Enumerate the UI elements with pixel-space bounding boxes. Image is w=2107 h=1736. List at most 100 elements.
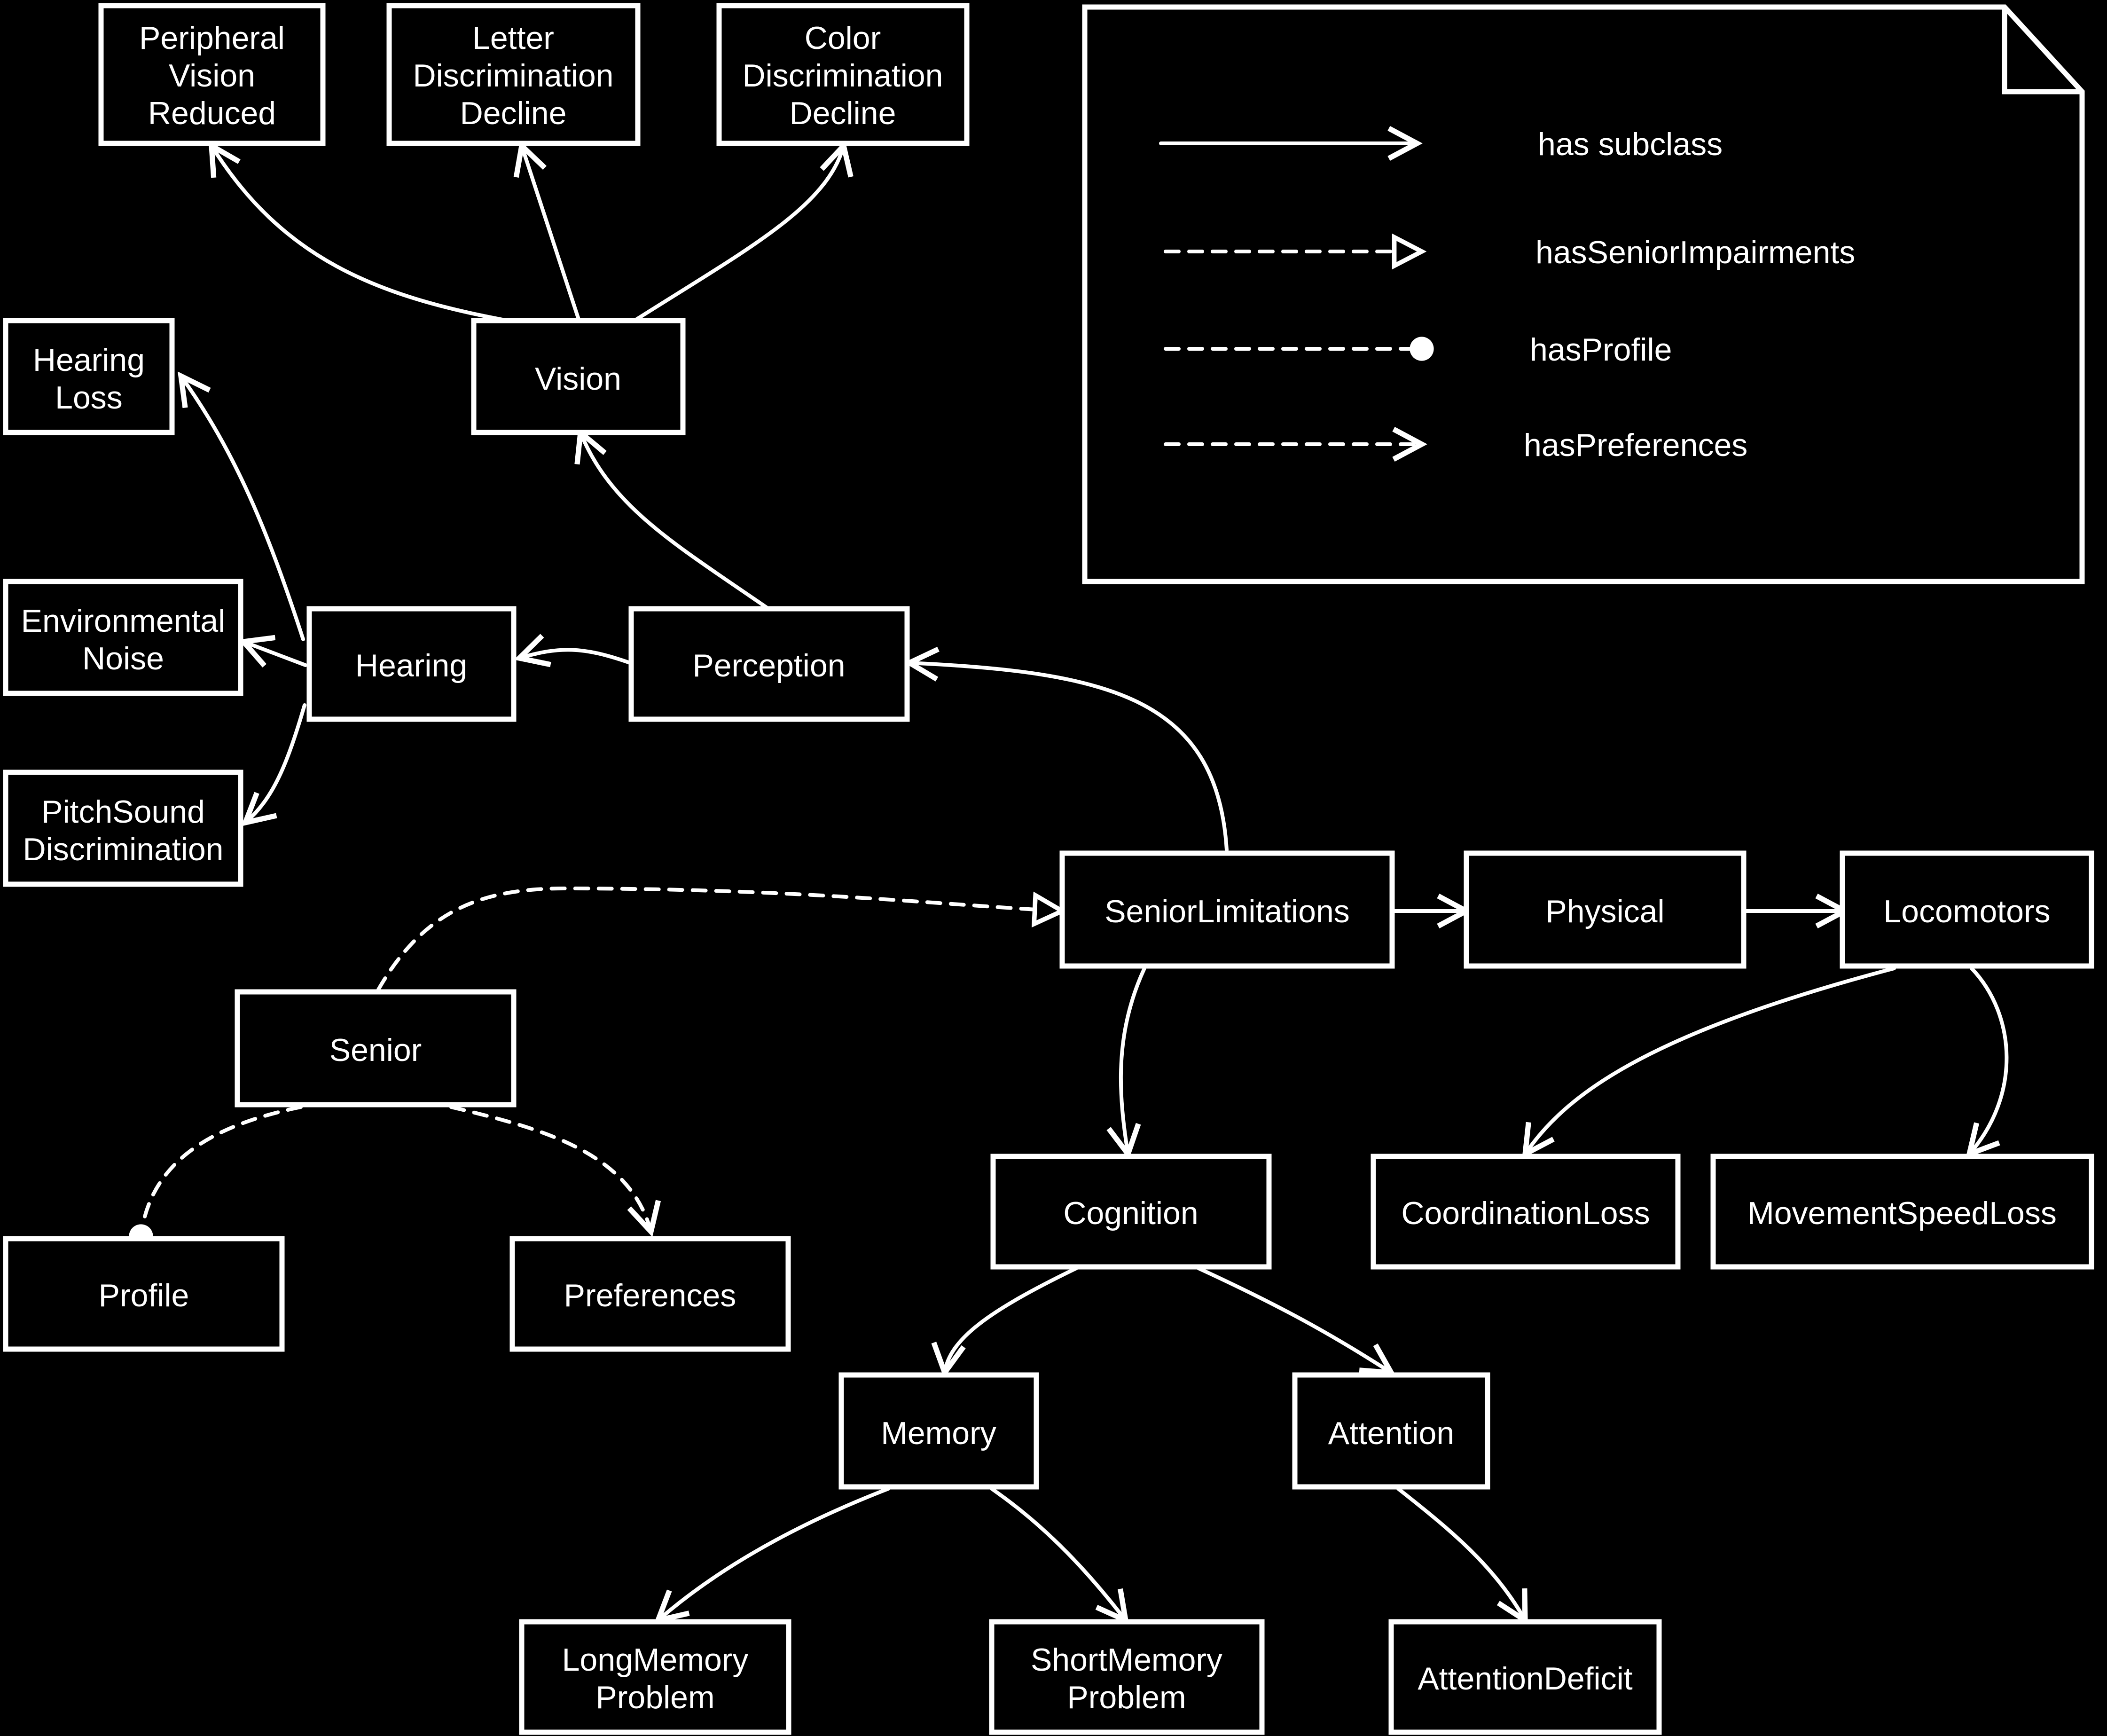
node-coordination-loss: CoordinationLoss bbox=[1371, 1154, 1681, 1270]
edge-locomotors-coordination bbox=[1522, 966, 1896, 1159]
svg-text:Vision: Vision bbox=[535, 361, 621, 397]
edge-vision-peripheral bbox=[208, 141, 509, 322]
node-label-line: Vision bbox=[169, 58, 255, 94]
svg-text:Preferences: Preferences bbox=[564, 1278, 736, 1313]
edge-hearing-noise bbox=[238, 635, 307, 668]
node-label-line: Preferences bbox=[564, 1278, 736, 1313]
node-label-line: Noise bbox=[82, 641, 164, 676]
node-label-line: Hearing bbox=[355, 648, 467, 683]
node-label-line: Physical bbox=[1545, 894, 1664, 929]
svg-text:CoordinationLoss: CoordinationLoss bbox=[1401, 1195, 1650, 1231]
edge-attention-deficit bbox=[1396, 1487, 1528, 1626]
node-label-line: Discrimination bbox=[743, 58, 943, 94]
node-label-line: Attention bbox=[1328, 1415, 1454, 1451]
edge-locomotors-movement bbox=[1966, 966, 2009, 1158]
node-senior: Senior bbox=[235, 989, 517, 1108]
node-label-line: Problem bbox=[595, 1680, 714, 1715]
svg-text:Senior: Senior bbox=[329, 1032, 422, 1068]
node-attention-deficit: AttentionDeficit bbox=[1388, 1619, 1662, 1735]
svg-text:Perception: Perception bbox=[692, 648, 845, 683]
edge-vision-letter bbox=[513, 140, 581, 322]
node-senior-limitations: SeniorLimitations bbox=[1059, 850, 1395, 969]
node-label-line: Hearing bbox=[33, 342, 145, 378]
node-label-line: PitchSound bbox=[41, 794, 205, 830]
legend-label-has-preferences: hasPreferences bbox=[1524, 427, 1747, 463]
node-label-line: LongMemory bbox=[562, 1642, 749, 1678]
node-label-line: Discrimination bbox=[413, 58, 614, 94]
node-hearing: Hearing bbox=[306, 606, 517, 722]
legend: has subclass hasSeniorImpairments hasPro… bbox=[1082, 4, 2085, 584]
svg-text:Hearing: Hearing bbox=[355, 648, 467, 683]
node-label-line: MovementSpeedLoss bbox=[1747, 1195, 2057, 1231]
svg-text:Physical: Physical bbox=[1545, 894, 1664, 929]
svg-text:SeniorLimitations: SeniorLimitations bbox=[1104, 894, 1350, 929]
node-label-line: Letter bbox=[472, 20, 554, 56]
edges bbox=[129, 140, 2009, 1626]
legend-fold bbox=[2002, 7, 2082, 94]
edge-hearing-pitch bbox=[241, 703, 306, 826]
legend-frame bbox=[1082, 4, 2085, 584]
svg-text:AttentionDeficit: AttentionDeficit bbox=[1418, 1661, 1632, 1697]
node-label-line: Color bbox=[805, 20, 881, 56]
node-label-line: Problem bbox=[1067, 1680, 1186, 1715]
edge-vision-color bbox=[633, 140, 854, 322]
edge-cognition-memory bbox=[931, 1266, 1078, 1378]
svg-text:Locomotors: Locomotors bbox=[1883, 894, 2050, 929]
node-label-line: Discrimination bbox=[23, 832, 224, 867]
node-attention: Attention bbox=[1292, 1372, 1490, 1490]
edge-memory-shortmemory bbox=[990, 1487, 1129, 1625]
edge-perception-vision bbox=[574, 427, 770, 611]
node-label-line: Profile bbox=[99, 1278, 189, 1313]
node-label-line: Reduced bbox=[148, 95, 276, 131]
node-label-line: Loss bbox=[55, 380, 123, 416]
edge-seniorlimitations-perception bbox=[904, 646, 1229, 852]
node-label-line: Cognition bbox=[1063, 1195, 1198, 1231]
node-label-line: Perception bbox=[692, 648, 845, 683]
svg-text:Attention: Attention bbox=[1328, 1415, 1454, 1451]
node-label-line: Senior bbox=[329, 1032, 422, 1068]
node-label-line: AttentionDeficit bbox=[1418, 1661, 1632, 1697]
edge-senior-preferences bbox=[449, 1105, 661, 1237]
svg-text:Profile: Profile bbox=[99, 1278, 189, 1313]
legend-label-has-profile: hasProfile bbox=[1530, 332, 1672, 368]
node-profile: Profile bbox=[3, 1236, 285, 1352]
svg-text:MovementSpeedLoss: MovementSpeedLoss bbox=[1747, 1195, 2057, 1231]
node-label-line: ShortMemory bbox=[1031, 1642, 1222, 1678]
node-label-line: Locomotors bbox=[1883, 894, 2050, 929]
node-label-line: Decline bbox=[460, 95, 567, 131]
node-locomotors: Locomotors bbox=[1840, 850, 2094, 969]
node-label-line: SeniorLimitations bbox=[1104, 894, 1350, 929]
edge-senior-seniorlimitations bbox=[376, 886, 1067, 991]
svg-text:Memory: Memory bbox=[881, 1415, 996, 1451]
node-movement-speed-loss: MovementSpeedLoss bbox=[1710, 1154, 2094, 1270]
node-cognition: Cognition bbox=[990, 1154, 1272, 1270]
node-memory: Memory bbox=[838, 1372, 1039, 1490]
edge-perception-hearing bbox=[514, 634, 632, 668]
edge-memory-longmemory bbox=[654, 1487, 890, 1624]
edge-cognition-attention bbox=[1197, 1266, 1396, 1376]
node-preferences: Preferences bbox=[509, 1236, 791, 1352]
legend-label-has-subclass: has subclass bbox=[1538, 126, 1723, 162]
legend-label-has-senior-impairments: hasSeniorImpairments bbox=[1535, 235, 1855, 270]
svg-text:Cognition: Cognition bbox=[1063, 1195, 1198, 1231]
node-label-line: Peripheral bbox=[139, 20, 285, 56]
node-label-line: CoordinationLoss bbox=[1401, 1195, 1650, 1231]
node-vision: Vision bbox=[471, 318, 686, 435]
edge-hearing-loss bbox=[178, 371, 305, 641]
node-label-line: Memory bbox=[881, 1415, 996, 1451]
